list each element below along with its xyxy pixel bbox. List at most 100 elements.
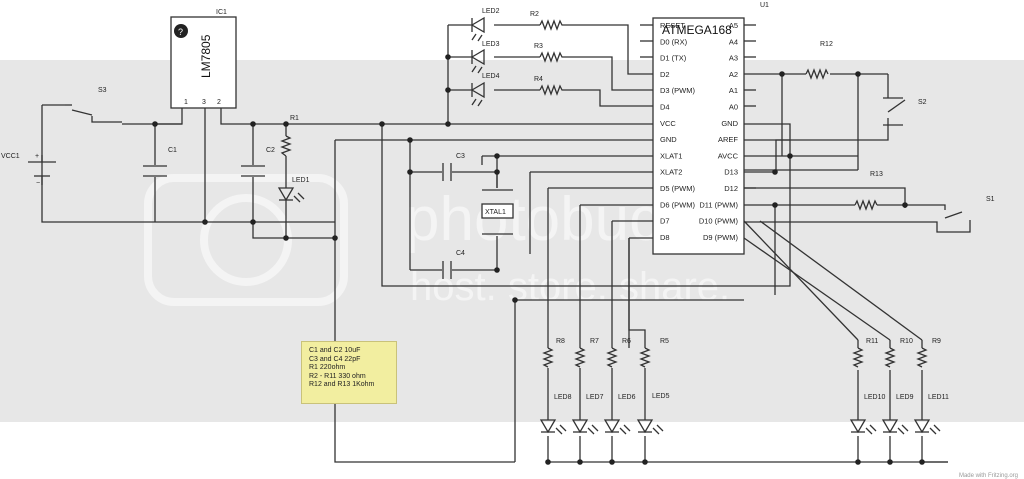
mcu-pin-right: D13 — [724, 168, 738, 177]
mcu-pin-right: A0 — [729, 103, 738, 112]
svg-text:LED4: LED4 — [482, 73, 500, 80]
mcu-pin-left: D8 — [660, 233, 670, 242]
mcu-pin-right: D10 (PWM) — [699, 217, 739, 226]
switch-s2: S2 — [883, 97, 927, 126]
mcu-pin-left: D2 — [660, 70, 670, 79]
led1: LED1 — [277, 177, 310, 203]
ic1-pin3: 3 — [202, 99, 206, 106]
mcu-pin-left: D7 — [660, 217, 670, 226]
svg-text:R7: R7 — [590, 338, 599, 345]
background-band — [0, 60, 1024, 422]
mcu-pin-right: A1 — [729, 86, 738, 95]
note-line: C1 and C2 10uF — [309, 347, 361, 354]
led3: LED3 — [470, 41, 500, 74]
led7: LED7 — [571, 394, 604, 435]
mcu-pin-right: A5 — [729, 21, 738, 30]
led5: LED5 — [636, 393, 670, 435]
fritzing-credit: Made with Fritzing.org — [958, 473, 1018, 479]
led10: LED10 — [849, 394, 886, 435]
battery-vcc1: + − VCC1 — [1, 153, 56, 187]
svg-text:host. store. share.: host. store. share. — [410, 265, 730, 309]
svg-text:R9: R9 — [932, 338, 941, 345]
note-line: R1 220ohm — [309, 364, 346, 372]
led8: LED8 — [539, 394, 572, 435]
mcu-pin-left: D6 (PWM) — [660, 200, 695, 209]
mcu-pin-right: A2 — [729, 70, 738, 79]
switch-s1: S1 — [986, 196, 995, 203]
note-line: R2 - R11 330 ohm — [309, 372, 366, 380]
svg-text:LED11: LED11 — [928, 394, 949, 401]
mcu-pin-right: D11 (PWM) — [699, 200, 738, 209]
resistor-r1: R1 — [280, 115, 299, 157]
svg-text:C2: C2 — [266, 147, 275, 154]
label-u1: U1 — [760, 2, 769, 9]
svg-text:LED5: LED5 — [652, 393, 670, 400]
mcu-pin-left: VCC — [660, 119, 676, 128]
regulator-ic1: ? LM7805 1 2 3 IC1 — [170, 9, 237, 109]
component-values-note: C1 and C2 10uF C3 and C4 22pF R1 220ohm … — [301, 341, 397, 404]
svg-text:C1: C1 — [168, 147, 177, 154]
svg-text:XTAL1: XTAL1 — [485, 209, 506, 216]
led9: LED9 — [881, 394, 914, 435]
led2: LED2 — [470, 8, 500, 42]
svg-text:+: + — [35, 153, 39, 160]
svg-text:LED3: LED3 — [482, 41, 500, 48]
junction-dots — [152, 54, 925, 465]
label-s3: S3 — [98, 87, 107, 94]
mcu-pin-left: D1 (TX) — [660, 54, 687, 63]
mcu-pin-left: D5 (PWM) — [660, 184, 695, 193]
resistor-r12: R12 — [805, 41, 833, 80]
svg-text:LED7: LED7 — [586, 394, 604, 401]
resistor-r2: R2 — [530, 11, 565, 31]
svg-text:LED8: LED8 — [554, 394, 572, 401]
note-line: C3 and C4 22pF — [309, 355, 361, 363]
svg-text:R12: R12 — [820, 41, 833, 48]
ic1-pin2: 2 — [217, 99, 221, 106]
ic1-part-label: LM7805 — [199, 34, 213, 78]
svg-text:S2: S2 — [918, 99, 927, 106]
svg-text:R3: R3 — [534, 43, 543, 50]
resistor-r3: R3 — [534, 43, 565, 63]
mcu-pin-left: XLAT2 — [660, 168, 682, 177]
mcu-pin-right: D9 (PWM) — [703, 233, 738, 242]
led4: LED4 — [470, 73, 500, 107]
svg-text:−: − — [36, 180, 40, 187]
svg-text:C4: C4 — [456, 250, 465, 257]
svg-text:?: ? — [178, 27, 183, 37]
mcu-pin-right: GND — [721, 119, 738, 128]
mcu-pin-right: AVCC — [718, 151, 739, 160]
mcu-pin-left: D0 (RX) — [660, 37, 688, 46]
svg-text:R4: R4 — [534, 76, 543, 83]
svg-text:LED9: LED9 — [896, 394, 914, 401]
mcu-pin-right: D12 — [724, 184, 738, 193]
mcu-pin-left: XLAT1 — [660, 151, 682, 160]
resistor-r4: R4 — [534, 76, 565, 96]
mcu-pin-right: A4 — [729, 37, 738, 46]
capacitor-c1: C1 — [143, 147, 177, 177]
svg-text:LED6: LED6 — [618, 394, 636, 401]
svg-text:R5: R5 — [660, 338, 669, 345]
crystal-xtal1: XTAL1 — [481, 189, 514, 235]
svg-text:R2: R2 — [530, 11, 539, 18]
capacitor-c2: C2 — [241, 147, 275, 177]
svg-text:LED1: LED1 — [292, 177, 310, 184]
resistor-r9: R9 — [916, 338, 941, 368]
resistor-r10: R10 — [884, 338, 913, 368]
ic1-pin1: 1 — [184, 99, 188, 106]
resistor-r8: R8 — [542, 338, 565, 368]
svg-text:R1: R1 — [290, 115, 299, 122]
label-ic1: IC1 — [216, 9, 227, 16]
capacitor-c4: C4 — [442, 250, 465, 279]
resistor-r7: R7 — [574, 338, 599, 368]
svg-text:LED10: LED10 — [864, 394, 886, 401]
svg-text:R6: R6 — [622, 338, 631, 345]
svg-text:R10: R10 — [900, 338, 913, 345]
label-vcc1: VCC1 — [1, 153, 20, 160]
mcu-pin-left: GND — [660, 135, 677, 144]
resistor-r5: R5 — [639, 338, 669, 368]
resistor-r11: R11 — [852, 338, 878, 368]
resistor-r6: R6 — [606, 338, 631, 368]
mcu-pin-left: D4 — [660, 103, 670, 112]
